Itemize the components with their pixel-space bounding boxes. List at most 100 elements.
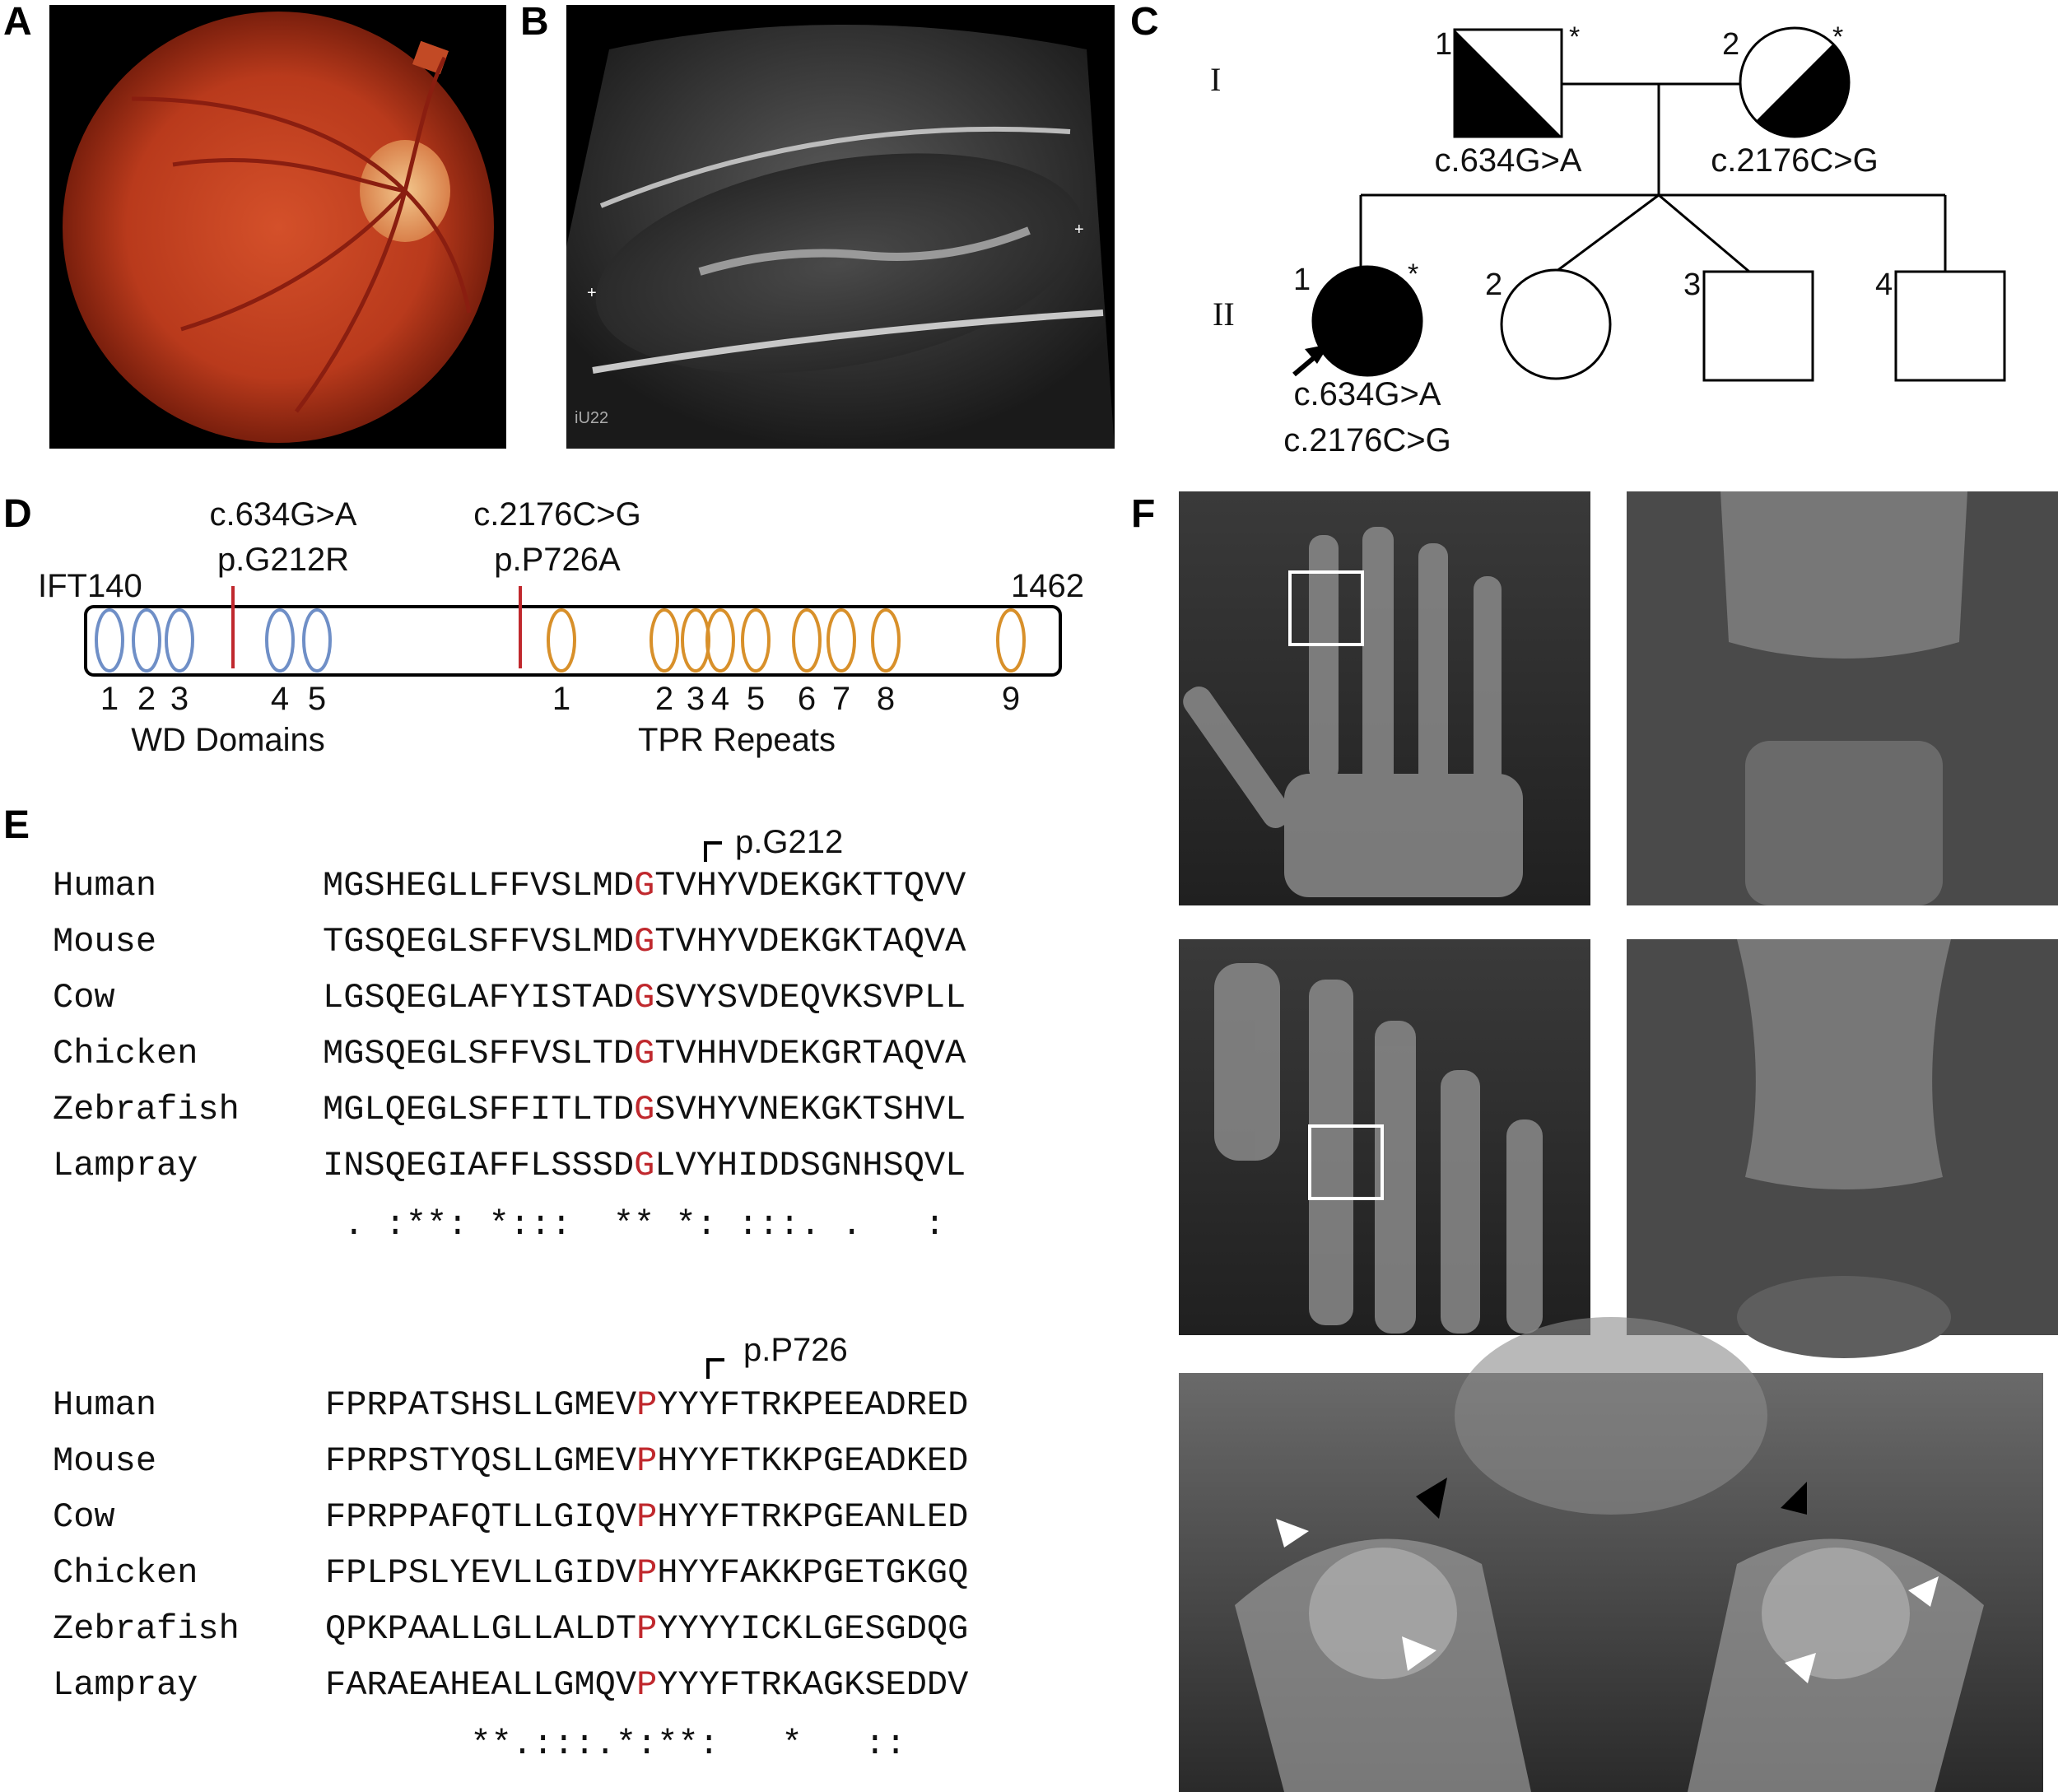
foot-radiograph xyxy=(1179,939,1590,1335)
generation-label-i: I xyxy=(1210,61,1221,98)
wd-number-5: 5 xyxy=(308,681,326,717)
alignment1-sequence-human: MGSHEGLLFFVSLMDGTVHYVDEKGKTTQVV xyxy=(323,866,966,905)
wd-domain-1 xyxy=(95,608,124,673)
panel-letter-f: F xyxy=(1131,492,1155,536)
alignment1-sequence-zebrafish: MGLQEGLSFFITLTDGSVHYVNEKGKTSHVL xyxy=(323,1090,966,1129)
foot-zoom-box xyxy=(1308,1124,1384,1200)
alignment1: Human MGSHEGLLFFVSLMDGTVHYVDEKGKTTQVV Mous… xyxy=(53,866,966,1245)
retinal-vessels xyxy=(131,56,472,413)
alignment2-species-human: Human xyxy=(53,1385,156,1425)
fundus-photo-retina xyxy=(63,12,494,443)
caliper-right: + xyxy=(1074,221,1084,239)
wd-domain-2 xyxy=(132,608,161,673)
alignment1-species-chicken: Chicken xyxy=(53,1034,198,1073)
tpr-repeats-label: TPR Repeats xyxy=(638,722,836,758)
kidney-capsule-upper xyxy=(599,126,1071,208)
alignment1-sequence-mouse: TGSQEGLSFFVSLMDGTVHYVDEKGKTAQVA xyxy=(323,922,966,961)
mutation1-cdna: c.634G>A xyxy=(209,496,356,533)
pedigree-i2-female-carrier xyxy=(1739,26,1851,138)
alignment2-species-lampray: Lampray xyxy=(53,1665,198,1705)
wd-number-4: 4 xyxy=(271,681,289,717)
panel-e: E p.G212 Human MGSHEGLLFFVSLMDGTVHYVDEKGK… xyxy=(3,803,968,1764)
wd-number-2: 2 xyxy=(137,681,156,717)
protein-name: IFT140 xyxy=(38,568,142,604)
tpr-repeat-8 xyxy=(871,608,901,673)
kidney-capsule-lower xyxy=(592,310,1104,374)
tpr-repeat-1 xyxy=(547,608,576,673)
alignment2-sequence-cow: FPRPPAFQTLLGIQVPHYYFTRKPGEANLED xyxy=(325,1497,968,1537)
pelvis-radiograph xyxy=(1179,1317,2043,1792)
protein-domains xyxy=(95,608,1026,673)
pedigree-i2-star: * xyxy=(1832,21,1843,53)
hand-radiograph xyxy=(1179,491,1590,905)
alignment1-species-cow: Cow xyxy=(53,978,115,1017)
wd-number-1: 1 xyxy=(100,681,119,717)
alignment1-sequence-lampray: INSQEGIAFFLSSSDGLVYHIDDSGNHSQVL xyxy=(323,1146,966,1185)
alignment1-species-lampray: Lampray xyxy=(53,1146,198,1185)
alignment1-sequence-cow: LGSQEGLAFYISTADGSVYSVDEQVKSVPLL xyxy=(323,978,966,1017)
pedigree-i2-number: 2 xyxy=(1722,27,1739,62)
tpr-repeat-4 xyxy=(705,608,735,673)
tpr-repeat-5 xyxy=(741,608,771,673)
panel-d: D c.634G>A p.G212R c.2176C>G p.P726A IFT… xyxy=(3,492,1084,758)
alignment2-species-cow: Cow xyxy=(53,1497,115,1537)
alignment1-consensus: . :**: *::: ** *: :::. . : xyxy=(323,1205,945,1245)
wd-domain-4 xyxy=(265,608,295,673)
mutation2-protein: p.P726A xyxy=(494,542,621,578)
alignment1-species-mouse: Mouse xyxy=(53,922,156,961)
tpr-number-7: 7 xyxy=(832,681,850,717)
tpr-repeat-2 xyxy=(650,608,679,673)
panel-c: C I II 1 * c.634G>A 2 * c.2176C>G xyxy=(1130,0,2006,458)
mutation1-protein: p.G212R xyxy=(217,542,349,578)
tpr-repeat-9 xyxy=(996,608,1026,673)
pedigree-ii3-male xyxy=(1702,270,1814,382)
wd-domain-5 xyxy=(302,608,332,673)
wd-domains-label: WD Domains xyxy=(131,722,325,758)
panel-b: B + + iU22 xyxy=(520,0,1115,449)
generation-label-ii: II xyxy=(1213,296,1235,333)
alignment2-marker: p.P726 xyxy=(706,1332,848,1379)
alignment2-sequence-chicken: FPLPSLYEVLLGIDVPHYYFAKKPGETGKGQ xyxy=(325,1553,968,1593)
pedigree-ii1-affected-female xyxy=(1311,265,1423,377)
alignment2-consensus: **.:::.*:**: * :: xyxy=(325,1725,906,1764)
mutation2-cdna: c.2176C>G xyxy=(473,496,640,533)
pedigree-i1-genotype: c.634G>A xyxy=(1434,142,1581,179)
alignment2-sequence-zebrafish: QPKPAALLGLLALDTPYYYYICKLGESGDQG xyxy=(325,1609,968,1649)
tpr-number-8: 8 xyxy=(877,681,895,717)
panel-letter-e: E xyxy=(3,803,30,847)
panel-letter-c: C xyxy=(1130,0,1159,44)
pedigree-ii2-female xyxy=(1500,268,1612,380)
alignment2-species-chicken: Chicken xyxy=(53,1553,198,1593)
tpr-number-4: 4 xyxy=(711,681,729,717)
arrowhead-markers xyxy=(1276,1478,1939,1683)
pedigree-ii1-genotype-1: c.634G>A xyxy=(1293,376,1441,412)
hand-joint-zoom xyxy=(1627,491,2058,905)
pedigree-ii4-number: 4 xyxy=(1875,268,1893,302)
wd-number-3: 3 xyxy=(170,681,189,717)
wd-domain-3 xyxy=(165,608,194,673)
alignment1-sequence-chicken: MGSQEGLSFFVSLTDGTVHHVDEKGRTAQVA xyxy=(323,1034,966,1073)
hand-zoom-box xyxy=(1288,570,1364,646)
pedigree-ii1-number: 1 xyxy=(1293,263,1311,297)
pedigree-i2-genotype: c.2176C>G xyxy=(1711,142,1878,179)
protein-length: 1462 xyxy=(1011,568,1084,604)
pedigree-i1-number: 1 xyxy=(1435,27,1452,62)
alignment2-bracket xyxy=(706,1358,724,1379)
pedigree-i1-star: * xyxy=(1569,21,1580,53)
alignment2-sequence-lampray: FARAEAHEALLGMQVPYYYFTRKAGKSEDDV xyxy=(325,1665,968,1705)
alignment2-marker-label: p.P726 xyxy=(743,1332,848,1368)
alignment2-species-zebrafish: Zebrafish xyxy=(53,1609,240,1649)
proband-arrow-icon xyxy=(1292,344,1329,377)
alignment2-sequence-human: FPRPATSHSLLGMEVPYYYFTRKPEEADRED xyxy=(325,1385,968,1425)
tpr-number-5: 5 xyxy=(747,681,765,717)
alignment2-sequence-mouse: FPRPSTYQSLLGMEVPHYYFTKKPGEADKED xyxy=(325,1441,968,1481)
pedigree-ii1-genotype-2: c.2176C>G xyxy=(1283,422,1450,458)
kidney-sinus-echo xyxy=(698,226,1031,276)
alignment1-species-human: Human xyxy=(53,866,156,905)
alignment1-marker: p.G212 xyxy=(704,824,843,862)
tpr-number-1: 1 xyxy=(552,681,570,717)
pedigree-ii1-star: * xyxy=(1408,258,1418,290)
